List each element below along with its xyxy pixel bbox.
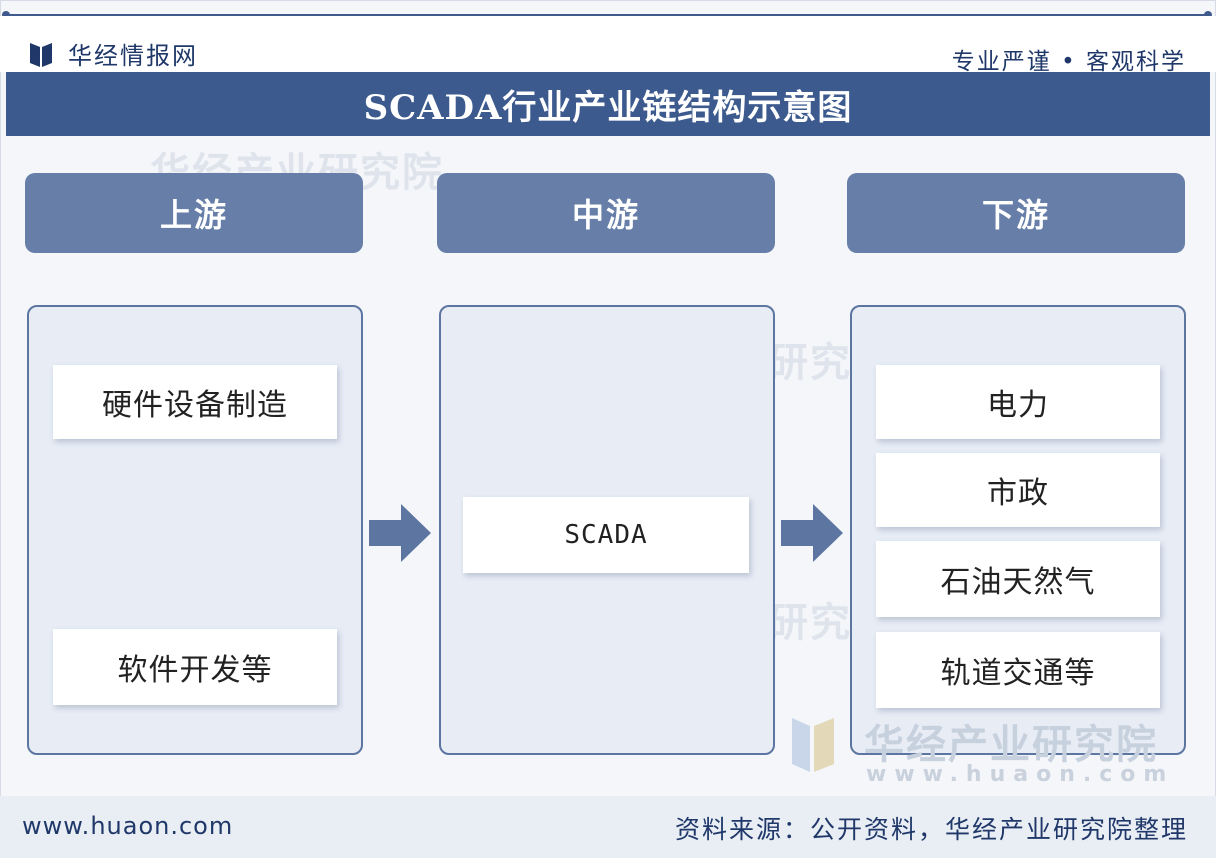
- upstream-item-label: 软件开发等: [117, 653, 273, 688]
- right-arrow-icon: [781, 504, 843, 562]
- downstream-item: 市政: [876, 453, 1160, 527]
- column-header-label: 中游: [571, 196, 640, 234]
- midstream-panel: SCADA: [439, 305, 775, 755]
- upstream-panel: 硬件设备制造 软件开发等: [27, 305, 363, 755]
- header: 华经情报网 专业严谨 • 客观科学: [0, 16, 1216, 75]
- midstream-item: SCADA: [463, 497, 749, 573]
- title-bar: SCADA行业产业链结构示意图: [6, 72, 1210, 136]
- downstream-item-label: 市政: [987, 476, 1049, 511]
- footer-source: 资料来源：公开资料，华经产业研究院整理: [674, 815, 1188, 844]
- downstream-item: 电力: [876, 365, 1160, 439]
- top-rule: [6, 14, 1210, 16]
- downstream-item: 石油天然气: [876, 541, 1160, 617]
- right-arrow-icon: [369, 504, 431, 562]
- watermark-url: www.huaon.com: [866, 762, 1175, 787]
- brand-name: 华经情报网: [68, 42, 198, 70]
- midstream-item-label: SCADA: [564, 520, 648, 550]
- top-rule-dot-left: [2, 11, 10, 19]
- column-header-midstream: 中游: [437, 173, 775, 253]
- downstream-item-label: 石油天然气: [940, 565, 1096, 600]
- footer-url[interactable]: www.huaon.com: [22, 812, 234, 840]
- upstream-item: 硬件设备制造: [53, 365, 337, 439]
- downstream-item-label: 轨道交通等: [940, 656, 1096, 691]
- watermark-name: 华经产业研究院: [864, 722, 1158, 768]
- column-header-downstream: 下游: [847, 173, 1185, 253]
- column-header-label: 上游: [159, 196, 228, 234]
- column-header-label: 下游: [981, 196, 1050, 234]
- watermark-logo-icon: [792, 718, 834, 772]
- column-header-upstream: 上游: [25, 173, 363, 253]
- upstream-item: 软件开发等: [53, 629, 337, 705]
- brand-logo: 华经情报网: [28, 36, 198, 71]
- downstream-item-label: 电力: [987, 388, 1049, 423]
- downstream-item: 轨道交通等: [876, 632, 1160, 708]
- diagram-title: SCADA行业产业链结构示意图: [363, 87, 853, 128]
- downstream-panel: 电力 市政 石油天然气 轨道交通等: [850, 305, 1186, 755]
- upstream-item-label: 硬件设备制造: [102, 388, 288, 423]
- footer: www.huaon.com 资料来源：公开资料，华经产业研究院整理: [0, 796, 1216, 858]
- huajing-logo-icon: [30, 42, 52, 67]
- top-rule-dot-right: [1204, 11, 1212, 19]
- brand-motto: 专业严谨 • 客观科学: [951, 49, 1186, 75]
